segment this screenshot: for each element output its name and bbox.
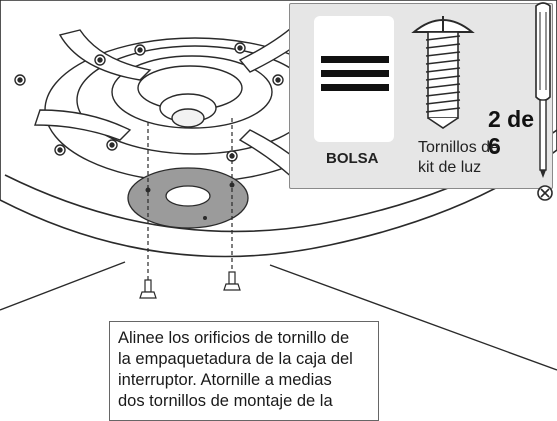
phillips-head-icon bbox=[537, 185, 553, 201]
screw-name: Tornillos de kit de luz bbox=[418, 138, 499, 178]
screw-name-line2: kit de luz bbox=[418, 159, 482, 176]
bag-bars bbox=[321, 56, 389, 98]
bag-label: BOLSA bbox=[326, 150, 379, 167]
caption-line1: Alinee los orificios de tornillo de bbox=[118, 329, 350, 347]
mounting-screw-left bbox=[139, 279, 157, 299]
screw-count: 2 de 6 bbox=[488, 106, 535, 159]
parts-panel: BOLSA 2 de 6 Tornillos de kit de luz bbox=[289, 3, 553, 189]
alignment-guides bbox=[147, 118, 233, 280]
instruction-caption: Alinee los orificios de tornillo de la e… bbox=[109, 321, 379, 421]
gasket bbox=[127, 167, 249, 229]
screw-icon bbox=[411, 16, 475, 129]
caption-line2: la empaquetadura de la caja del bbox=[118, 350, 353, 368]
motor-housing bbox=[14, 18, 346, 186]
caption-line4: dos tornillos de montaje de la bbox=[118, 392, 333, 410]
screwdriver-icon bbox=[535, 2, 551, 178]
caption-line3: interruptor. Atornille a medias bbox=[118, 371, 332, 389]
bag-icon bbox=[314, 16, 394, 142]
screw-name-line1: Tornillos de bbox=[418, 139, 499, 156]
mounting-screw-right bbox=[223, 271, 241, 291]
